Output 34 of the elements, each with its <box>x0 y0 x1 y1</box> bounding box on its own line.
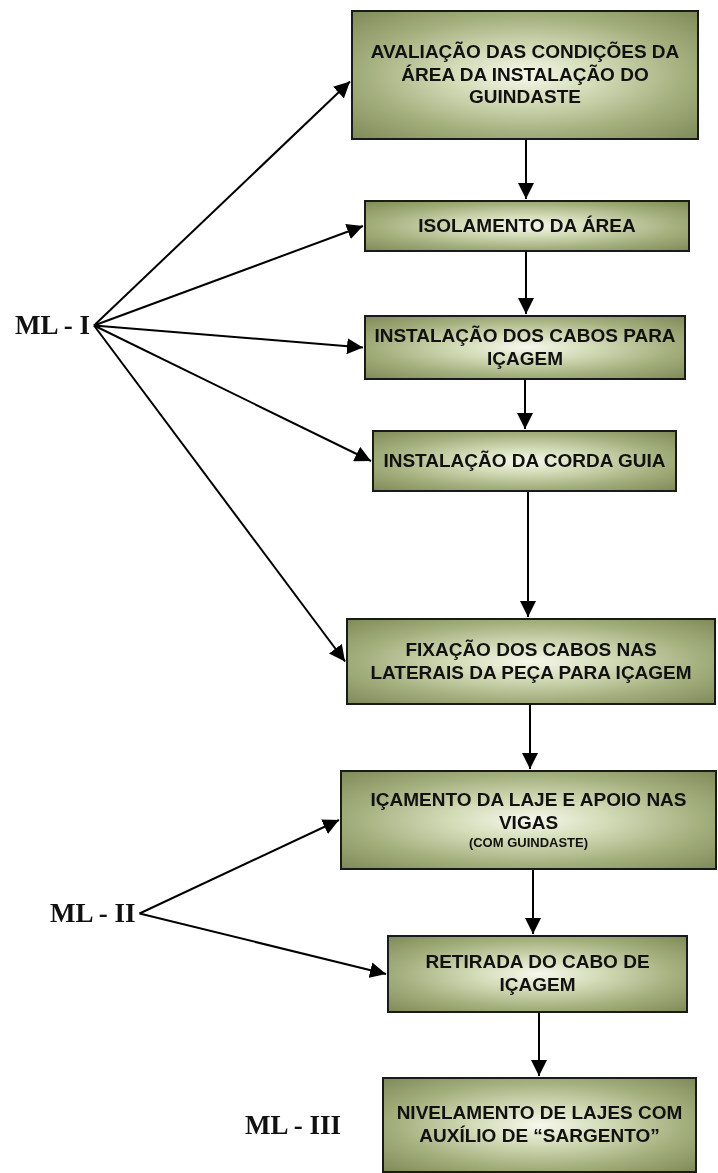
arrow <box>138 912 387 978</box>
stage-label: ML - II <box>50 898 136 929</box>
process-box <box>364 200 690 252</box>
arrow <box>93 324 372 462</box>
arrow <box>93 324 364 355</box>
step-text: NIVELAMENTO DE LAJES COM AUXÍLIO DE “SARGENTO” <box>395 1102 684 1148</box>
arrow <box>531 1012 547 1077</box>
arrow <box>518 251 534 315</box>
step-text: RETIRADA DO CABO DE IÇAGEM <box>424 951 651 997</box>
process-box <box>340 770 717 870</box>
arrow <box>520 491 536 618</box>
step-text: INSTALAÇÃO DOS CABOS PARA IÇAGEM <box>374 324 676 371</box>
arrow <box>93 80 351 327</box>
process-box <box>387 935 688 1013</box>
step-text: FIXAÇÃO DOS CABOS NAS LATERAIS DA PEÇA PARA IÇAGEM <box>369 638 693 685</box>
step-text: IÇAMENTO DA LAJE E APOIO NAS VIGAS <box>369 789 688 835</box>
arrow <box>138 819 340 915</box>
stage-label: ML - I <box>15 310 90 341</box>
step-note: (COM GUINDASTE) <box>468 835 589 851</box>
process-box <box>382 1077 697 1173</box>
step-text: ISOLAMENTO DA ÁREA <box>418 214 636 238</box>
process-box <box>346 618 716 705</box>
arrow <box>93 224 364 327</box>
process-box <box>372 430 677 492</box>
stage-label: ML - III <box>245 1110 342 1141</box>
step-text: INSTALAÇÃO DA CORDA GUIA <box>383 449 666 473</box>
arrow <box>93 324 346 663</box>
arrow <box>518 139 534 200</box>
process-box <box>351 10 699 140</box>
arrow <box>525 869 541 935</box>
process-box <box>364 315 686 380</box>
step-text: AVALIAÇÃO DAS CONDIÇÕES DA ÁREA DA INSTALAÇÃO DO GUINDASTE <box>369 40 681 110</box>
arrow <box>522 704 538 770</box>
arrow <box>517 379 533 430</box>
